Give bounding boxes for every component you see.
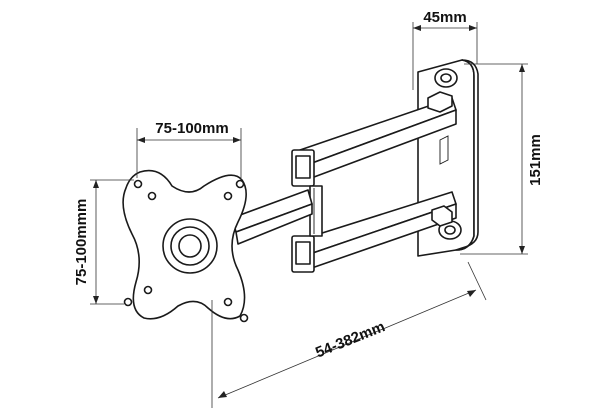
dimension-vesa-horizontal: 75-100mm xyxy=(136,120,242,178)
dimension-depth: 45mm xyxy=(412,9,478,90)
tilt-arm xyxy=(231,189,313,245)
dimension-height: 151mm xyxy=(460,63,544,255)
vesa-hole-bottom-right xyxy=(223,297,249,323)
dimension-extension: 54-382mm xyxy=(211,261,487,408)
vesa-hole-top-right xyxy=(223,179,245,201)
extension-label: 54-382mm xyxy=(313,318,387,361)
lower-arm xyxy=(291,191,457,273)
vesa-horizontal-label: 75-100mm xyxy=(155,120,228,137)
dimension-vesa-vertical: 75-100mmm xyxy=(73,179,134,305)
depth-label: 45mm xyxy=(423,9,466,26)
vesa-hole-top-left xyxy=(133,179,157,201)
vesa-plate xyxy=(122,169,249,323)
upper-arm xyxy=(291,91,457,187)
height-label: 151mm xyxy=(527,134,544,186)
vesa-vertical-label: 75-100mmm xyxy=(73,199,90,286)
vesa-hole-bottom-left xyxy=(123,285,153,307)
